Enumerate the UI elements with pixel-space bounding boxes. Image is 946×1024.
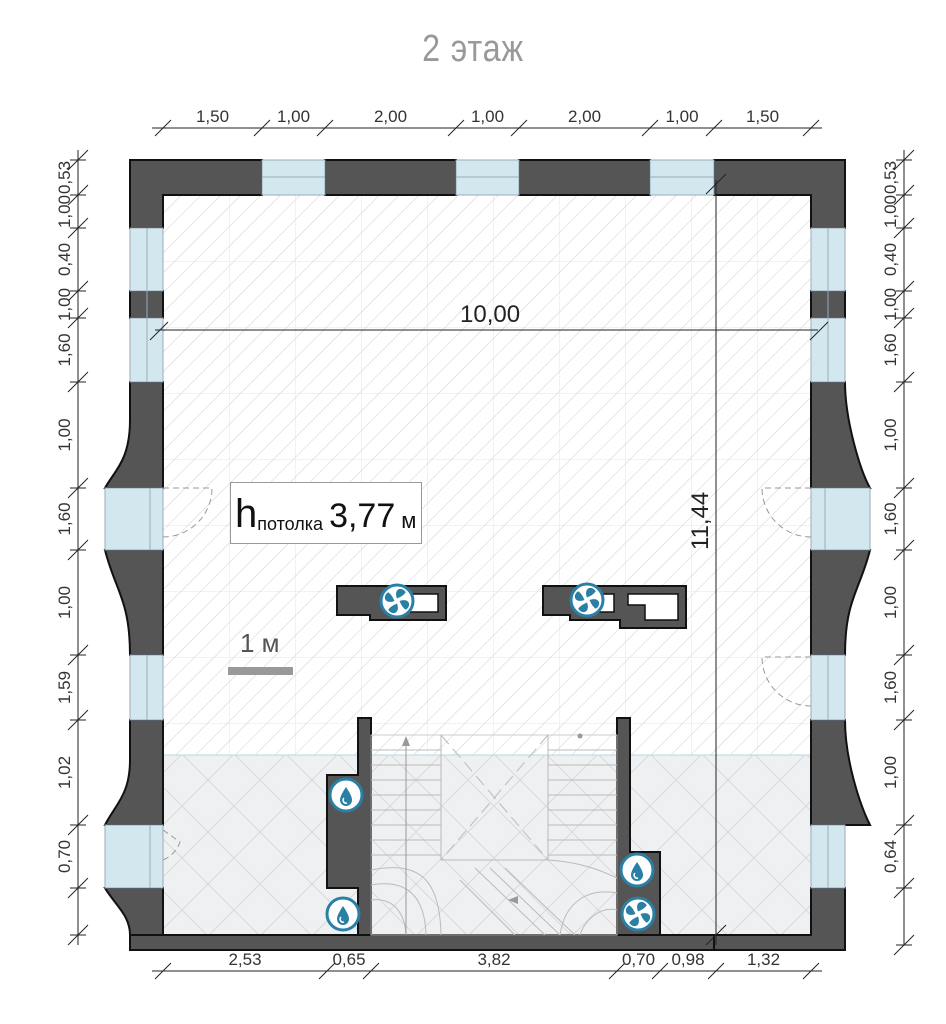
ceiling-h: h xyxy=(235,492,258,536)
scale-bar xyxy=(228,667,293,675)
window-left-5 xyxy=(104,824,164,889)
left-dim-label: 1,60 xyxy=(55,502,74,535)
right-dim-label: 1,00 xyxy=(881,288,900,321)
wall-right-bay-1 xyxy=(810,381,872,489)
wall-left-bottom xyxy=(103,887,164,936)
top-dim-label: 1,00 xyxy=(471,107,504,126)
floor-title: 2 этаж xyxy=(422,28,524,70)
right-dim-label: 0,53 xyxy=(881,161,900,194)
left-dim-label: 1,59 xyxy=(55,671,74,704)
top-dim-label: 1,00 xyxy=(277,107,310,126)
right-dim-label: 1,00 xyxy=(881,756,900,789)
top-dim-label: 1,50 xyxy=(196,107,229,126)
left-dim-label: 1,00 xyxy=(55,418,74,451)
wall-left-bay-2 xyxy=(103,549,164,656)
right-dim-label: 1,60 xyxy=(881,502,900,535)
left-dim-label: 0,53 xyxy=(55,161,74,194)
staircase xyxy=(370,733,618,936)
right-dim-label: 0,40 xyxy=(881,243,900,276)
window-swings xyxy=(162,487,812,861)
water-drop-icon xyxy=(325,896,361,932)
bottom-dim-label: 2,53 xyxy=(228,950,261,969)
wall-top-1 xyxy=(324,159,457,196)
wall-right-bay-3 xyxy=(810,719,872,826)
right-dim-label: 1,00 xyxy=(881,418,900,451)
wall-top-2 xyxy=(518,159,651,196)
scale-label: 1 м xyxy=(240,628,280,658)
bottom-dim-label: 0,65 xyxy=(332,950,365,969)
left-dim-label: 1,00 xyxy=(55,288,74,321)
left-dim-label: 1,00 xyxy=(55,195,74,228)
water-drop-icon xyxy=(328,777,364,813)
dimension-lines xyxy=(77,127,905,972)
wall-left-bay-1 xyxy=(103,381,164,489)
left-dim-label: 1,60 xyxy=(55,333,74,366)
fan-icon xyxy=(379,583,415,619)
right-dim-label: 1,00 xyxy=(881,195,900,228)
ceiling-value: 3,77 xyxy=(329,497,396,535)
top-dim-label: 2,00 xyxy=(568,107,601,126)
right-dim-label: 0,64 xyxy=(881,840,900,873)
top-dim-label: 2,00 xyxy=(374,107,407,126)
window-left-3 xyxy=(104,487,164,551)
left-dim-label: 0,70 xyxy=(55,840,74,873)
height-dimension: 11,44 xyxy=(687,492,714,550)
top-dim-label: 1,00 xyxy=(665,107,698,126)
ceiling-unit: м xyxy=(401,508,417,533)
bottom-dim-label: 1,32 xyxy=(747,950,780,969)
wall-right-bay-2 xyxy=(810,549,872,656)
width-dimension: 10,00 xyxy=(460,301,520,328)
vent-openings xyxy=(409,593,679,621)
window-right-3 xyxy=(810,487,871,551)
left-dim-label: 0,40 xyxy=(55,243,74,276)
top-dim-label: 1,50 xyxy=(746,107,779,126)
wall-bottom xyxy=(129,934,715,951)
water-drop-icon xyxy=(619,852,655,888)
bottom-dim-label: 0,98 xyxy=(671,950,704,969)
fan-icon xyxy=(569,582,605,618)
floor-area xyxy=(163,195,811,935)
left-dim-label: 1,02 xyxy=(55,756,74,789)
right-dim-label: 1,60 xyxy=(881,671,900,704)
wall-left-bay-3 xyxy=(103,719,164,826)
right-dim-label: 1,00 xyxy=(881,586,900,619)
right-dim-label: 1,60 xyxy=(881,333,900,366)
bottom-dim-label: 3,82 xyxy=(477,950,510,969)
bottom-dim-label: 0,70 xyxy=(622,950,655,969)
left-dim-label: 1,00 xyxy=(55,586,74,619)
ceiling-sub: потолка xyxy=(257,514,324,534)
fan-icon xyxy=(620,896,656,932)
